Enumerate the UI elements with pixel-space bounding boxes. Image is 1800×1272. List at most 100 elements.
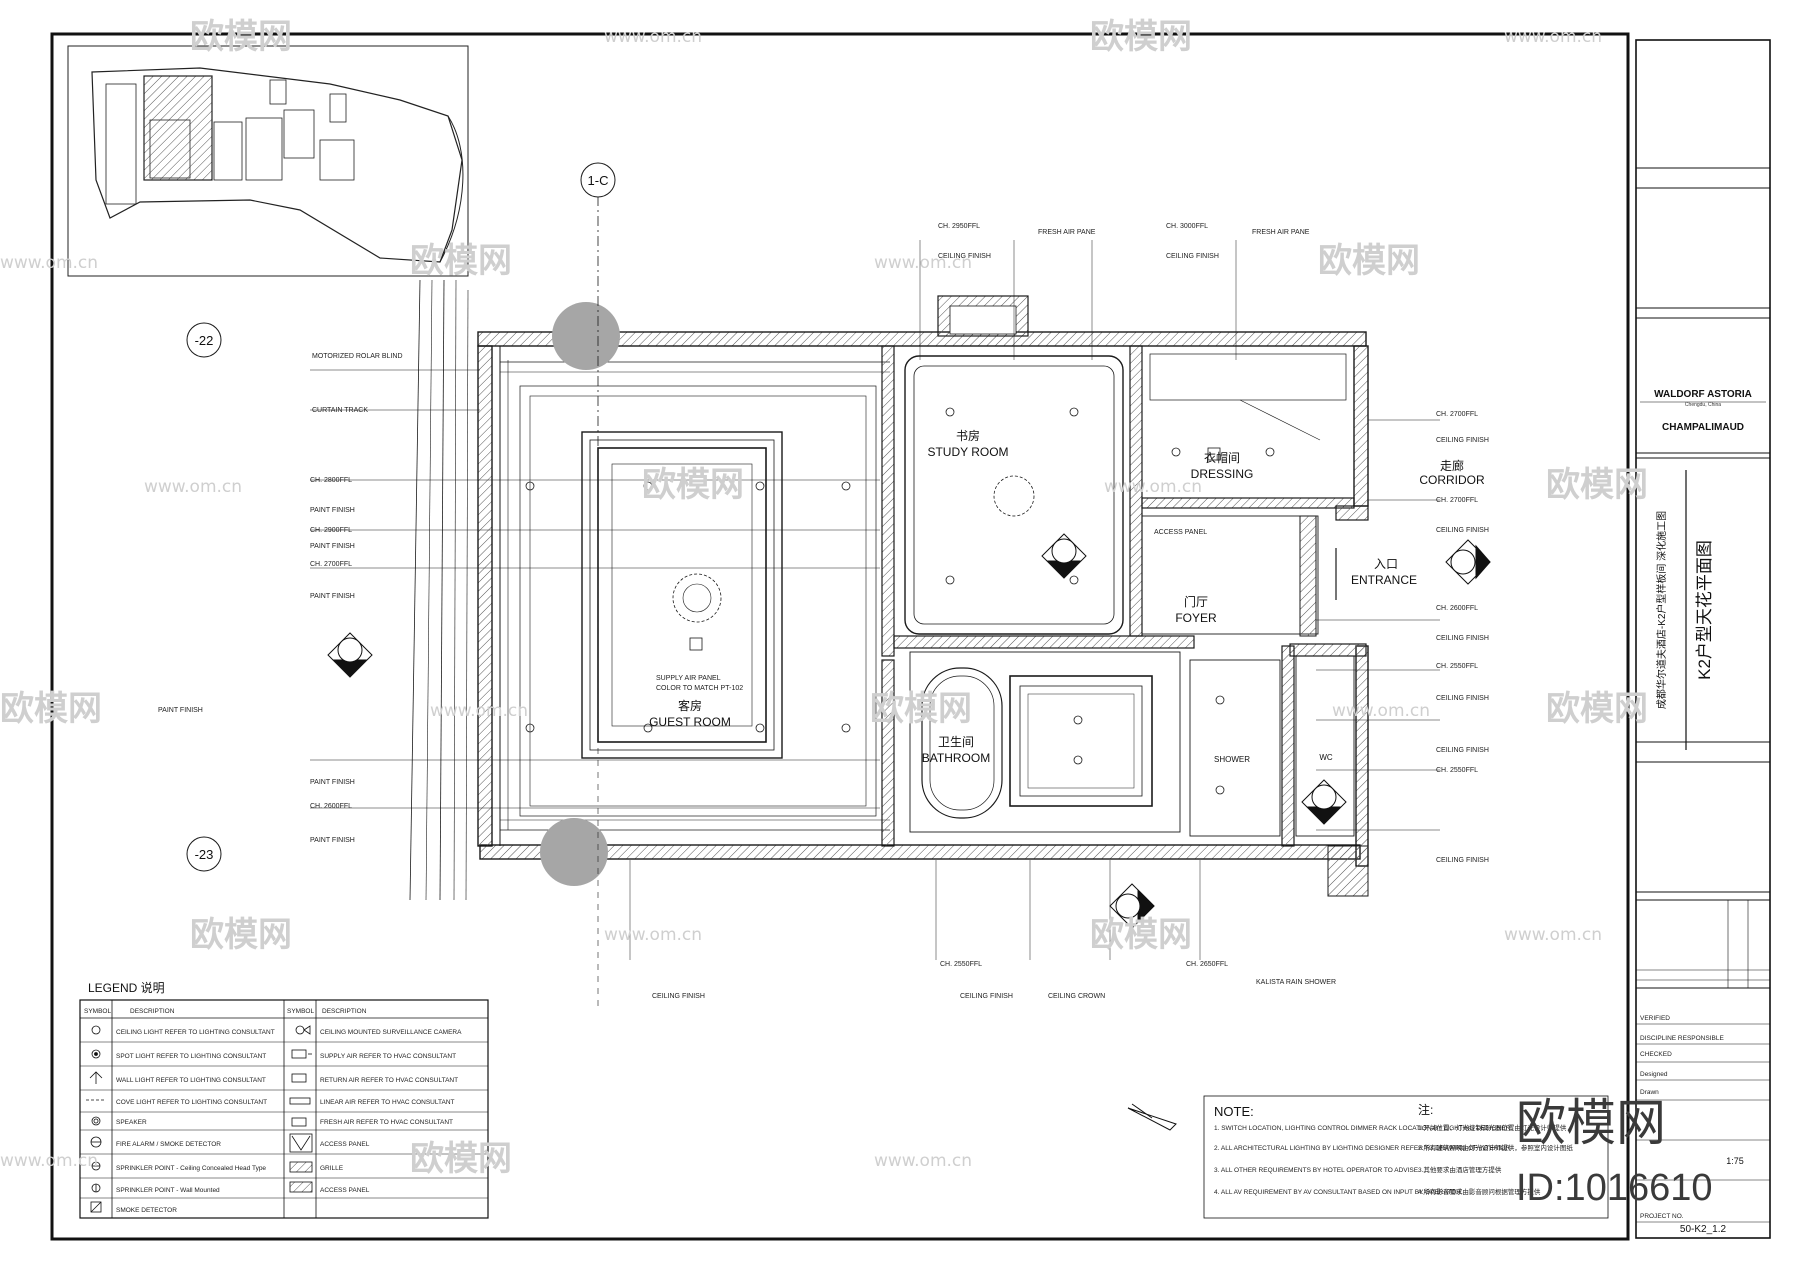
note-item-en: 1. SWITCH LOCATION, LIGHTING CONTROL DIM… (1214, 1125, 1512, 1132)
watermark-id: ID:1016610 (1516, 1167, 1713, 1209)
tb-discipline: DISCIPLINE RESPONSIBLE (1640, 1035, 1724, 1042)
watermark-site: www.om.cn (604, 925, 702, 945)
watermark-brand: 欧模网 (190, 17, 292, 57)
note-item-cn: 2.所有建筑照明由灯光设计师提供，参照室内设计图纸 (1418, 1143, 1573, 1152)
legend-header-desc-2: DESCRIPTION (322, 1008, 367, 1015)
tb-sheet-number: 50-K2_1.2 (1680, 1224, 1727, 1235)
note-paint-finish-1: PAINT FINISH (310, 507, 355, 514)
note-ceiling-finish-7: CEILING FINISH (1436, 747, 1489, 754)
note-ceiling-finish-10: CEILING FINISH (960, 993, 1013, 1000)
note-item-cn: 4.所有影音要求由影音顾问根据管理方提供 (1418, 1187, 1541, 1196)
legend-row-desc: RETURN AIR REFER TO HVAC CONSULTANT (320, 1077, 458, 1084)
watermark-brand: 欧模网 (190, 915, 292, 955)
note-paint-finish-4: PAINT FINISH (158, 707, 203, 714)
room-guest-cn: 客房 (678, 698, 702, 713)
note-fresh-air-2: FRESH AIR PANE (1252, 229, 1310, 236)
legend-row-desc: SPRINKLER POINT - Wall Mounted (116, 1187, 220, 1194)
room-corridor-cn: 走廊 (1440, 458, 1464, 473)
note-supply-air: SUPPLY AIR PANEL (656, 675, 721, 682)
note-ceiling-finish-9: CEILING FINISH (652, 993, 705, 1000)
room-wc: WC (1319, 753, 1333, 762)
tb-designed: Designed (1640, 1071, 1668, 1078)
note-access-panel: ACCESS PANEL (1154, 529, 1207, 536)
legend-row-desc: GRILLE (320, 1165, 344, 1172)
section-markers (327, 533, 1491, 929)
room-bathroom-en: BATHROOM (922, 751, 990, 765)
note-kalista: KALISTA RAIN SHOWER (1256, 979, 1336, 986)
key-plan-highlight (143, 75, 213, 181)
tag-ch2650: CH. 2650FFL (1186, 961, 1228, 968)
watermark-site: www.om.cn (604, 27, 702, 47)
north-arrow-icon (1127, 1103, 1177, 1131)
legend-row-desc: SPOT LIGHT REFER TO LIGHTING CONSULTANT (116, 1053, 266, 1060)
legend-row-desc: SPEAKER (116, 1119, 147, 1126)
room-entrance-en: ENTRANCE (1351, 573, 1417, 587)
tb-checked: CHECKED (1640, 1051, 1672, 1058)
watermark-site: www.om.cn (874, 1151, 972, 1171)
watermark-site: www.om.cn (1504, 925, 1602, 945)
grid-bubbles (186, 162, 616, 872)
legend-header-symbol-2: SYMBOL (287, 1008, 314, 1015)
column-top (552, 302, 620, 370)
legend: LEGEND 说明 SYMBOL DESCRIPTION SYMBOL DESC… (79, 980, 489, 1219)
notes-title-en: NOTE: (1214, 1104, 1254, 1119)
grid-bubble-23 (186, 836, 222, 872)
watermark-brand: 欧模网 (1318, 241, 1420, 281)
watermark-site: www.om.cn (0, 1151, 98, 1171)
watermark-brand: 欧模网 (1546, 689, 1648, 729)
note-ceiling-finish-3: CEILING FINISH (1436, 437, 1489, 444)
grid-label-1c: 1-C (588, 173, 609, 188)
tb-scale: 1:75 (1726, 1156, 1744, 1166)
legend-row-desc: FRESH AIR REFER TO HVAC CONSULTANT (320, 1119, 453, 1126)
legend-header-symbol-1: SYMBOL (84, 1008, 111, 1015)
column-bottom (540, 818, 608, 886)
watermark-brand: 欧模网 (870, 689, 972, 729)
tag-ch2950: CH. 2950FFL (938, 223, 980, 230)
note-ceiling-finish-4: CEILING FINISH (1436, 527, 1489, 534)
grid-bubble-22 (186, 322, 222, 358)
legend-row-desc: SPRINKLER POINT - Ceiling Concealed Head… (116, 1165, 266, 1172)
note-color-match: COLOR TO MATCH PT-102 (656, 685, 743, 692)
note-item-en: 2. ALL ARCHITECTURAL LIGHTING BY LIGHTIN… (1214, 1145, 1512, 1152)
legend-row-desc: ACCESS PANEL (320, 1141, 370, 1148)
brand-champalimaud: CHAMPALIMAUD (1662, 422, 1744, 433)
room-dressing-cn: 衣帽间 (1204, 450, 1240, 465)
watermark-brand: 欧模网 (410, 1139, 512, 1179)
tag-ch2700-3: CH. 2700FFL (1436, 497, 1478, 504)
watermark-brand: 欧模网 (1090, 17, 1192, 57)
note-paint-finish-3: PAINT FINISH (310, 593, 355, 600)
note-ceiling-finish-1: CEILING FINISH (938, 253, 991, 260)
room-guest-en: GUEST ROOM (649, 715, 731, 729)
watermark-site: www.om.cn (1332, 701, 1430, 721)
key-plan (67, 45, 469, 277)
sheet-border (50, 32, 1630, 1241)
note-curtain-track: CURTAIN TRACK (312, 407, 368, 414)
tb-project-no: PROJECT NO. (1640, 1213, 1684, 1220)
tag-ch2550-3: CH. 2550FFL (940, 961, 982, 968)
title-block: WALDORF ASTORIA Chengdu, China CHAMPALIM… (1635, 39, 1771, 1239)
watermark-brand: 欧模网 (1090, 915, 1192, 955)
watermark-site: www.om.cn (1504, 27, 1602, 47)
note-item-en: 3. ALL OTHER REQUIREMENTS BY HOTEL OPERA… (1214, 1167, 1420, 1174)
watermark-brand: 欧模网 (410, 241, 512, 281)
watermark-brand: 欧模网 (642, 465, 744, 505)
room-bathroom-cn: 卫生间 (938, 735, 974, 749)
note-item-en: 4. ALL AV REQUIREMENT BY AV CONSULTANT B… (1214, 1189, 1463, 1196)
project-name-vertical: 成都华尔道夫酒店-K2户型样板间 深化施工图 (1655, 511, 1668, 709)
legend-row-desc: WALL LIGHT REFER TO LIGHTING CONSULTANT (116, 1077, 266, 1084)
tag-ch2700-1: CH. 2700FFL (310, 561, 352, 568)
tag-ch2600-2: CH. 2600FFL (310, 803, 352, 810)
legend-row-desc: SUPPLY AIR REFER TO HVAC CONSULTANT (320, 1053, 456, 1060)
note-ceiling-crown: CEILING CROWN (1048, 993, 1105, 1000)
note-fresh-air-1: FRESH AIR PANE (1038, 229, 1096, 236)
room-entrance-cn: 入口 (1374, 557, 1398, 571)
watermark-site: www.om.cn (144, 477, 242, 497)
room-shower: SHOWER (1214, 755, 1250, 764)
tag-ch2550-2: CH. 2550FFL (1436, 767, 1478, 774)
note-paint-finish-6: PAINT FINISH (310, 837, 355, 844)
note-item-cn: 1.开关位置、灯光控制调光器位置由灯光设计师提供 (1418, 1123, 1567, 1132)
drawing-title-vertical: K2户型天花平面图 (1695, 540, 1714, 680)
watermarks: 欧模网 欧模网 欧模网 欧模网 欧模网 欧模网 欧模网 欧模网 欧模网 欧模网 … (0, 17, 1713, 1209)
room-foyer-en: FOYER (1175, 611, 1217, 625)
floor-plan (310, 196, 1440, 1010)
